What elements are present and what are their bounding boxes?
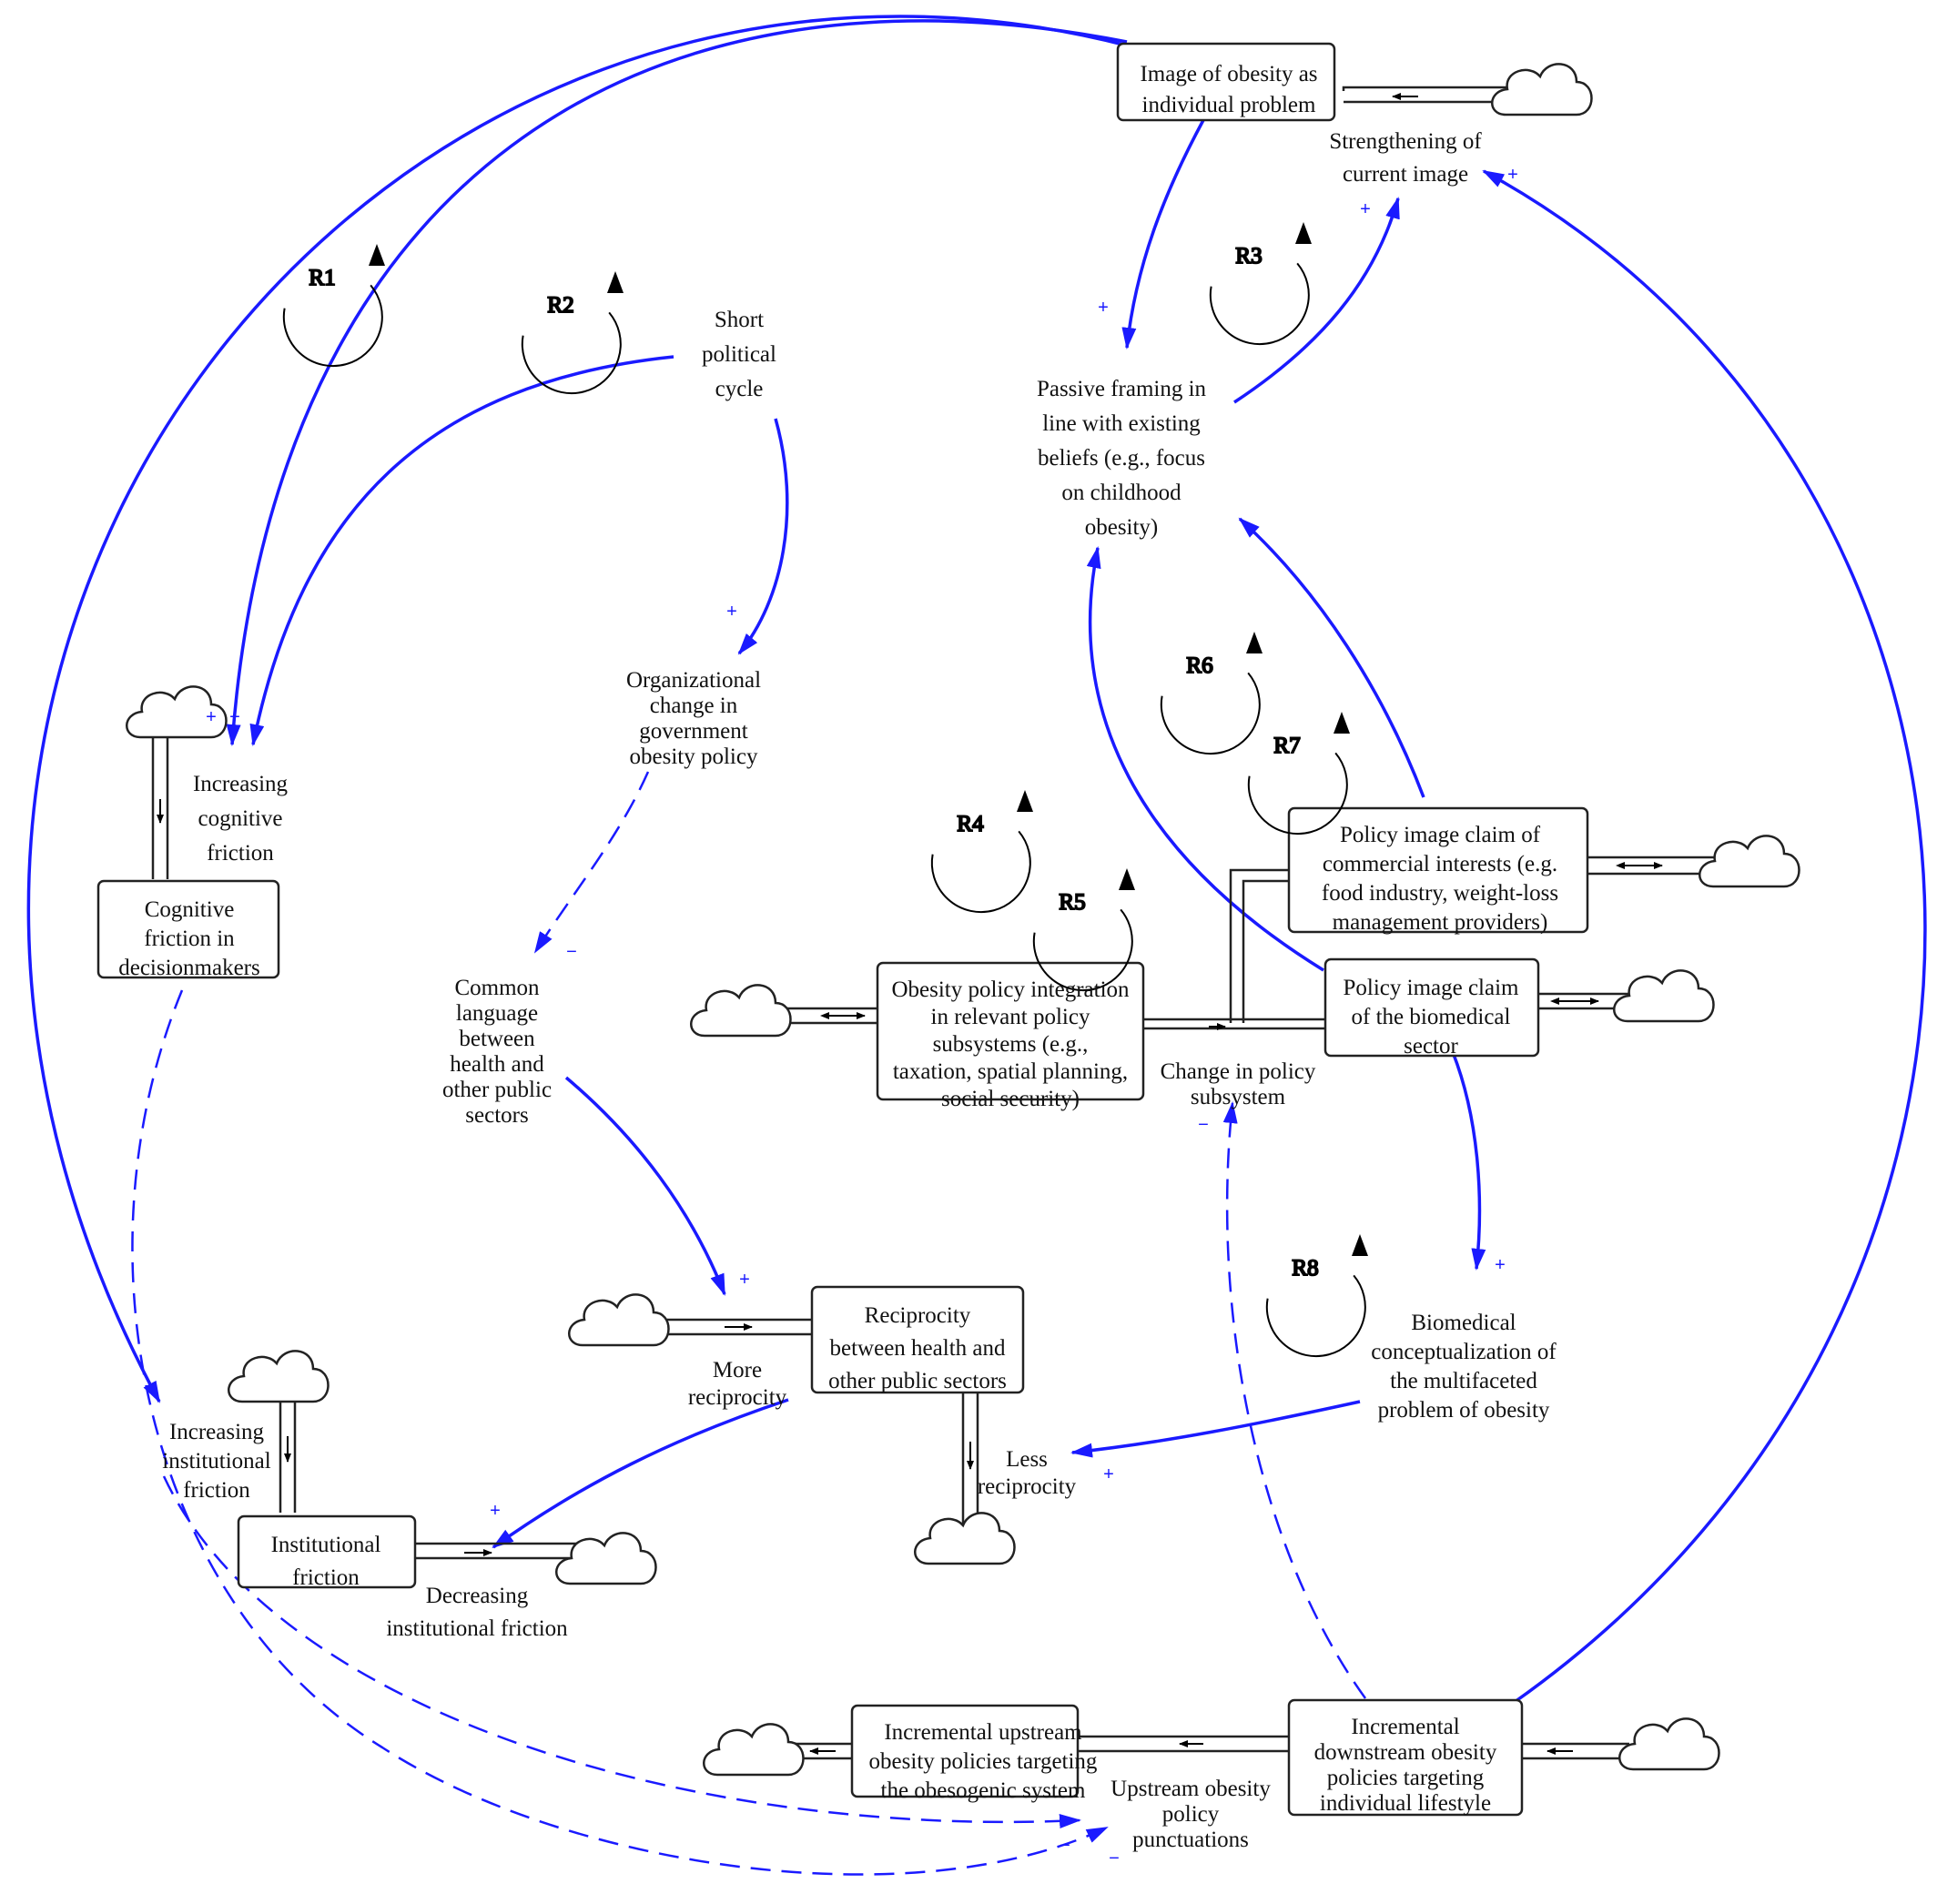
loop-label: R3 xyxy=(1235,244,1262,268)
link-downstream-to-subsystem xyxy=(1222,1101,1367,1699)
cloud-icon xyxy=(1618,1717,1720,1771)
stock-reciprocity xyxy=(810,1285,1025,1394)
loop-marker-r1: R1 xyxy=(282,244,385,368)
polarity-positive-icon: + xyxy=(1495,1255,1506,1275)
polarity-positive-icon: + xyxy=(1098,298,1109,318)
polarity-positive-icon: + xyxy=(1360,199,1371,219)
link-framing-to-strengthening xyxy=(1233,197,1400,404)
polarity-negative-icon: − xyxy=(1109,1848,1120,1869)
loop-marker-r3: R3 xyxy=(1209,222,1312,346)
loop-label: R4 xyxy=(957,812,984,836)
cloud-icon xyxy=(914,1512,1016,1565)
stock-cognitive-friction xyxy=(96,879,280,979)
loop-label: R2 xyxy=(547,293,573,318)
loop-label: R6 xyxy=(1186,653,1212,678)
link-concept-to-less xyxy=(1070,1400,1361,1458)
link-image-to-framing xyxy=(1121,119,1205,349)
polarity-positive-icon: + xyxy=(490,1501,501,1521)
polarity-negative-icon: − xyxy=(566,942,577,962)
stock-institutional-friction xyxy=(237,1514,417,1589)
link-biomedical-to-concept xyxy=(1451,1051,1486,1271)
loop-arrow-icon xyxy=(1334,712,1350,734)
link-commercial-to-framing xyxy=(1238,517,1425,798)
stock-biomedical-claim xyxy=(1323,957,1540,1058)
loop-marker-r6: R6 xyxy=(1160,632,1263,755)
cloud-icon xyxy=(228,1350,330,1403)
cloud-icon xyxy=(703,1723,805,1777)
polarity-positive-icon: + xyxy=(1103,1464,1114,1484)
polarity-positive-icon: + xyxy=(1507,165,1518,185)
link-cycle-to-cognitive xyxy=(249,355,674,746)
loop-label: R5 xyxy=(1059,890,1085,915)
loop-label: R7 xyxy=(1273,734,1300,758)
link-image-to-cognitive xyxy=(226,19,1128,746)
link-image-to-institutional xyxy=(26,15,1128,1403)
cloud-icon xyxy=(568,1293,670,1347)
cloud-icon xyxy=(1613,969,1715,1023)
polarity-positive-icon: + xyxy=(726,602,737,622)
loop-marker-r8: R8 xyxy=(1265,1234,1368,1358)
link-reciprocity-to-decreasing xyxy=(492,1398,789,1549)
loop-arrow-icon xyxy=(607,271,624,293)
stock-policy-integration xyxy=(876,961,1145,1101)
loop-label: R1 xyxy=(309,266,335,290)
cloud-icon xyxy=(1491,63,1593,116)
link-language-to-more xyxy=(564,1076,726,1296)
stock-image-individual xyxy=(1116,42,1336,122)
loop-arrow-icon xyxy=(1352,1234,1368,1256)
polarity-negative-icon: − xyxy=(1198,1115,1209,1135)
loop-arrow-icon xyxy=(1017,790,1033,812)
link-orgchange-to-language xyxy=(533,771,650,954)
cloud-icon xyxy=(690,984,792,1038)
stock-downstream-policies xyxy=(1287,1698,1524,1817)
loop-marker-r4: R4 xyxy=(930,790,1033,914)
stock-commercial-claim xyxy=(1287,806,1589,934)
link-institutional-to-punctuations xyxy=(162,1475,1081,1829)
loop-arrow-icon xyxy=(1246,632,1263,653)
cloud-icon xyxy=(555,1532,657,1585)
cloud-icon xyxy=(1699,835,1800,888)
link-cycle-to-orgchange xyxy=(737,418,789,655)
loop-marker-r7: R7 xyxy=(1247,712,1350,836)
cloud-icon xyxy=(126,685,228,739)
link-biomedical-to-framing xyxy=(1086,546,1324,972)
loop-marker-r5: R5 xyxy=(1032,868,1135,992)
polarity-positive-icon: + xyxy=(206,707,217,727)
polarity-negative-icon: − xyxy=(1060,1836,1070,1856)
loop-marker-r2: R2 xyxy=(521,271,624,395)
loop-label: R8 xyxy=(1292,1256,1318,1281)
polarity-positive-icon: + xyxy=(229,707,240,727)
link-downstream-to-strengthening xyxy=(1482,169,1927,1704)
polarity-positive-icon: + xyxy=(739,1270,750,1290)
link-cognitive-to-punctuations xyxy=(131,989,1109,1876)
loop-arrow-icon xyxy=(1295,222,1312,244)
stock-upstream-policies xyxy=(850,1704,1080,1798)
loop-arrow-icon xyxy=(1119,868,1135,890)
loop-arrow-icon xyxy=(369,244,385,266)
